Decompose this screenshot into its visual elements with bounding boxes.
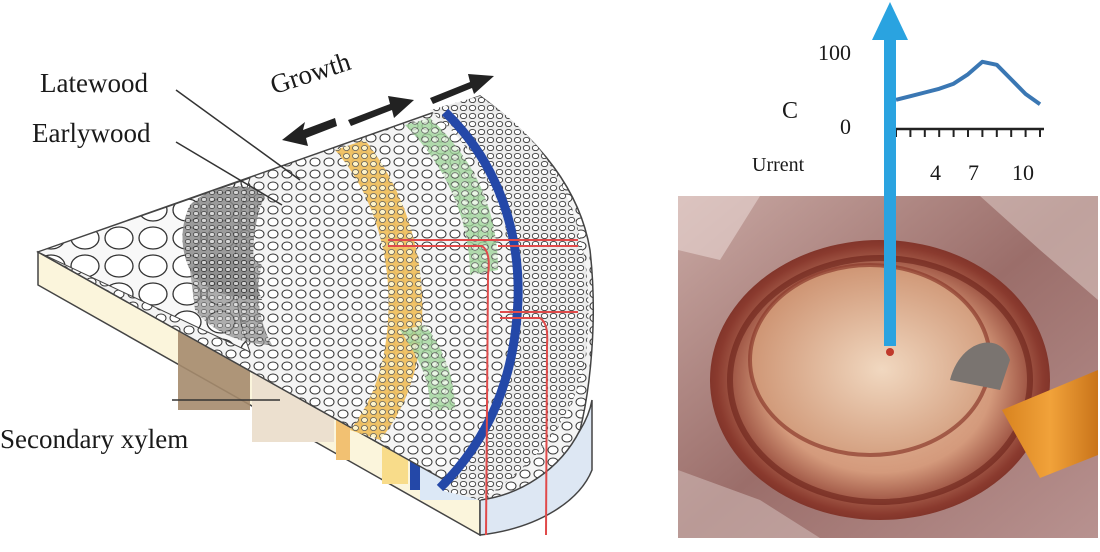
- secondary-xylem-label: Secondary xylem: [0, 424, 189, 454]
- y-tick-label: 100: [818, 40, 851, 65]
- earlywood-label: Earlywood: [32, 118, 151, 148]
- y-axis-label: C: [782, 98, 799, 124]
- x-tick-label: 4: [930, 160, 941, 185]
- latewood-leader: [175, 89, 301, 181]
- growth-arrows: [282, 74, 494, 146]
- wood-section-diagram: [36, 74, 595, 537]
- blue-arrow: [872, 2, 908, 346]
- y-tick-label: 0: [840, 114, 851, 139]
- latewood-label: Latewood: [40, 68, 148, 98]
- earlywood-leader: [175, 141, 283, 206]
- series-line: [895, 59, 1042, 106]
- x-axis-label: Urrent: [752, 154, 805, 176]
- x-tick-label: 10: [1012, 160, 1034, 185]
- x-tick-label: 7: [968, 160, 979, 185]
- current-chart: [872, 2, 1044, 346]
- x-axis-ticks: [895, 129, 1041, 137]
